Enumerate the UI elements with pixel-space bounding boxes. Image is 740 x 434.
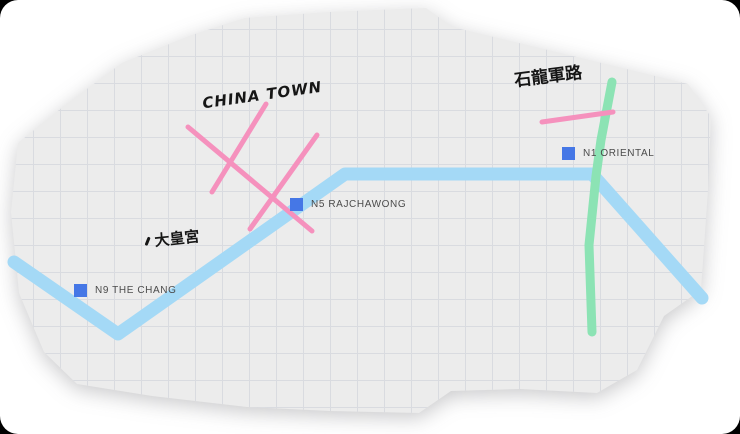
station-n1-oriental: N1 ORIENTAL: [562, 147, 654, 160]
station-marker-icon: [74, 284, 87, 297]
station-marker-icon: [290, 198, 303, 211]
tick-mark-icon: [144, 236, 151, 246]
station-marker-icon: [562, 147, 575, 160]
station-label: N9 THE CHANG: [95, 285, 177, 296]
station-n9-the-chang: N9 THE CHANG: [74, 284, 176, 297]
station-label: N5 RAJCHAWONG: [311, 199, 407, 210]
station-n5-rajchawong: N5 RAJCHAWONG: [290, 198, 406, 211]
station-label: N1 ORIENTAL: [583, 148, 655, 159]
